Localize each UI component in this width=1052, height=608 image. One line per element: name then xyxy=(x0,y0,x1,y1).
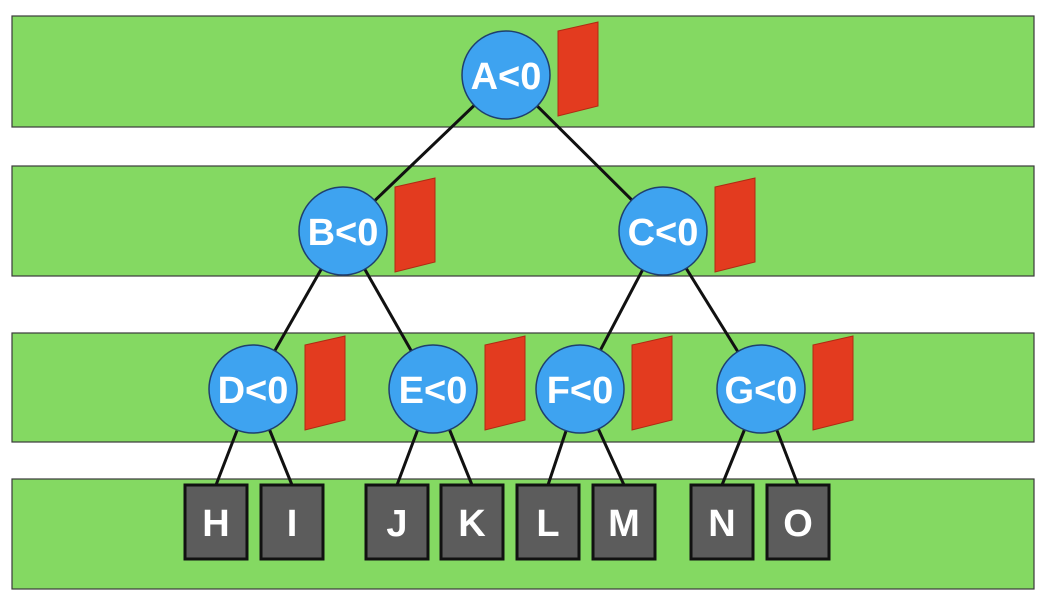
leaf-m: M xyxy=(591,483,657,561)
leaf-k: K xyxy=(439,483,505,561)
split-markers xyxy=(304,21,854,431)
node-label: D<0 xyxy=(218,370,289,412)
leaf-i: I xyxy=(259,483,325,561)
leaf-label: H xyxy=(202,503,229,545)
leaf-label: L xyxy=(536,503,559,545)
leaf-label: K xyxy=(458,503,486,545)
leaf-box xyxy=(439,483,505,561)
leaf-box xyxy=(689,483,755,561)
leaf-box xyxy=(765,483,831,561)
split-marker-c xyxy=(714,177,756,273)
node-label: B<0 xyxy=(308,212,379,254)
node-circle xyxy=(208,344,298,434)
leaf-nodes: H I J K L M N O xyxy=(183,483,831,561)
node-f: F<0 xyxy=(535,344,625,434)
node-a: A<0 xyxy=(461,30,551,120)
decision-nodes: A<0B<0 C<0D<0 E<0 F<0 G<0 xyxy=(208,30,806,434)
node-label: F<0 xyxy=(547,370,614,412)
node-e: E<0 xyxy=(388,344,478,434)
node-circle xyxy=(461,30,551,120)
split-marker-b xyxy=(394,177,436,273)
leaf-label: N xyxy=(708,503,735,545)
leaf-box xyxy=(591,483,657,561)
node-b: B<0 xyxy=(298,186,388,276)
node-circle xyxy=(618,186,708,276)
node-label: G<0 xyxy=(725,370,798,412)
node-circle xyxy=(716,344,806,434)
node-label: A<0 xyxy=(471,56,542,98)
node-label: E<0 xyxy=(399,370,468,412)
node-circle xyxy=(535,344,625,434)
leaf-box xyxy=(364,483,430,561)
leaf-box xyxy=(183,483,249,561)
split-marker-f xyxy=(631,335,673,431)
split-marker-d xyxy=(304,335,346,431)
split-marker-e xyxy=(484,335,526,431)
node-d: D<0 xyxy=(208,344,298,434)
split-marker-a xyxy=(557,21,599,117)
leaf-label: J xyxy=(386,503,407,545)
leaf-j: J xyxy=(364,483,430,561)
level-band-2 xyxy=(11,165,1035,277)
split-marker-g xyxy=(812,335,854,431)
node-label: C<0 xyxy=(628,212,699,254)
leaf-h: H xyxy=(183,483,249,561)
leaf-o: O xyxy=(765,483,831,561)
node-g: G<0 xyxy=(716,344,806,434)
leaf-box xyxy=(259,483,325,561)
leaf-box xyxy=(515,483,581,561)
node-c: C<0 xyxy=(618,186,708,276)
node-circle xyxy=(388,344,478,434)
leaf-label: M xyxy=(608,503,640,545)
leaf-l: L xyxy=(515,483,581,561)
leaf-label: O xyxy=(783,503,813,545)
leaf-label: I xyxy=(287,503,298,545)
leaf-n: N xyxy=(689,483,755,561)
node-circle xyxy=(298,186,388,276)
